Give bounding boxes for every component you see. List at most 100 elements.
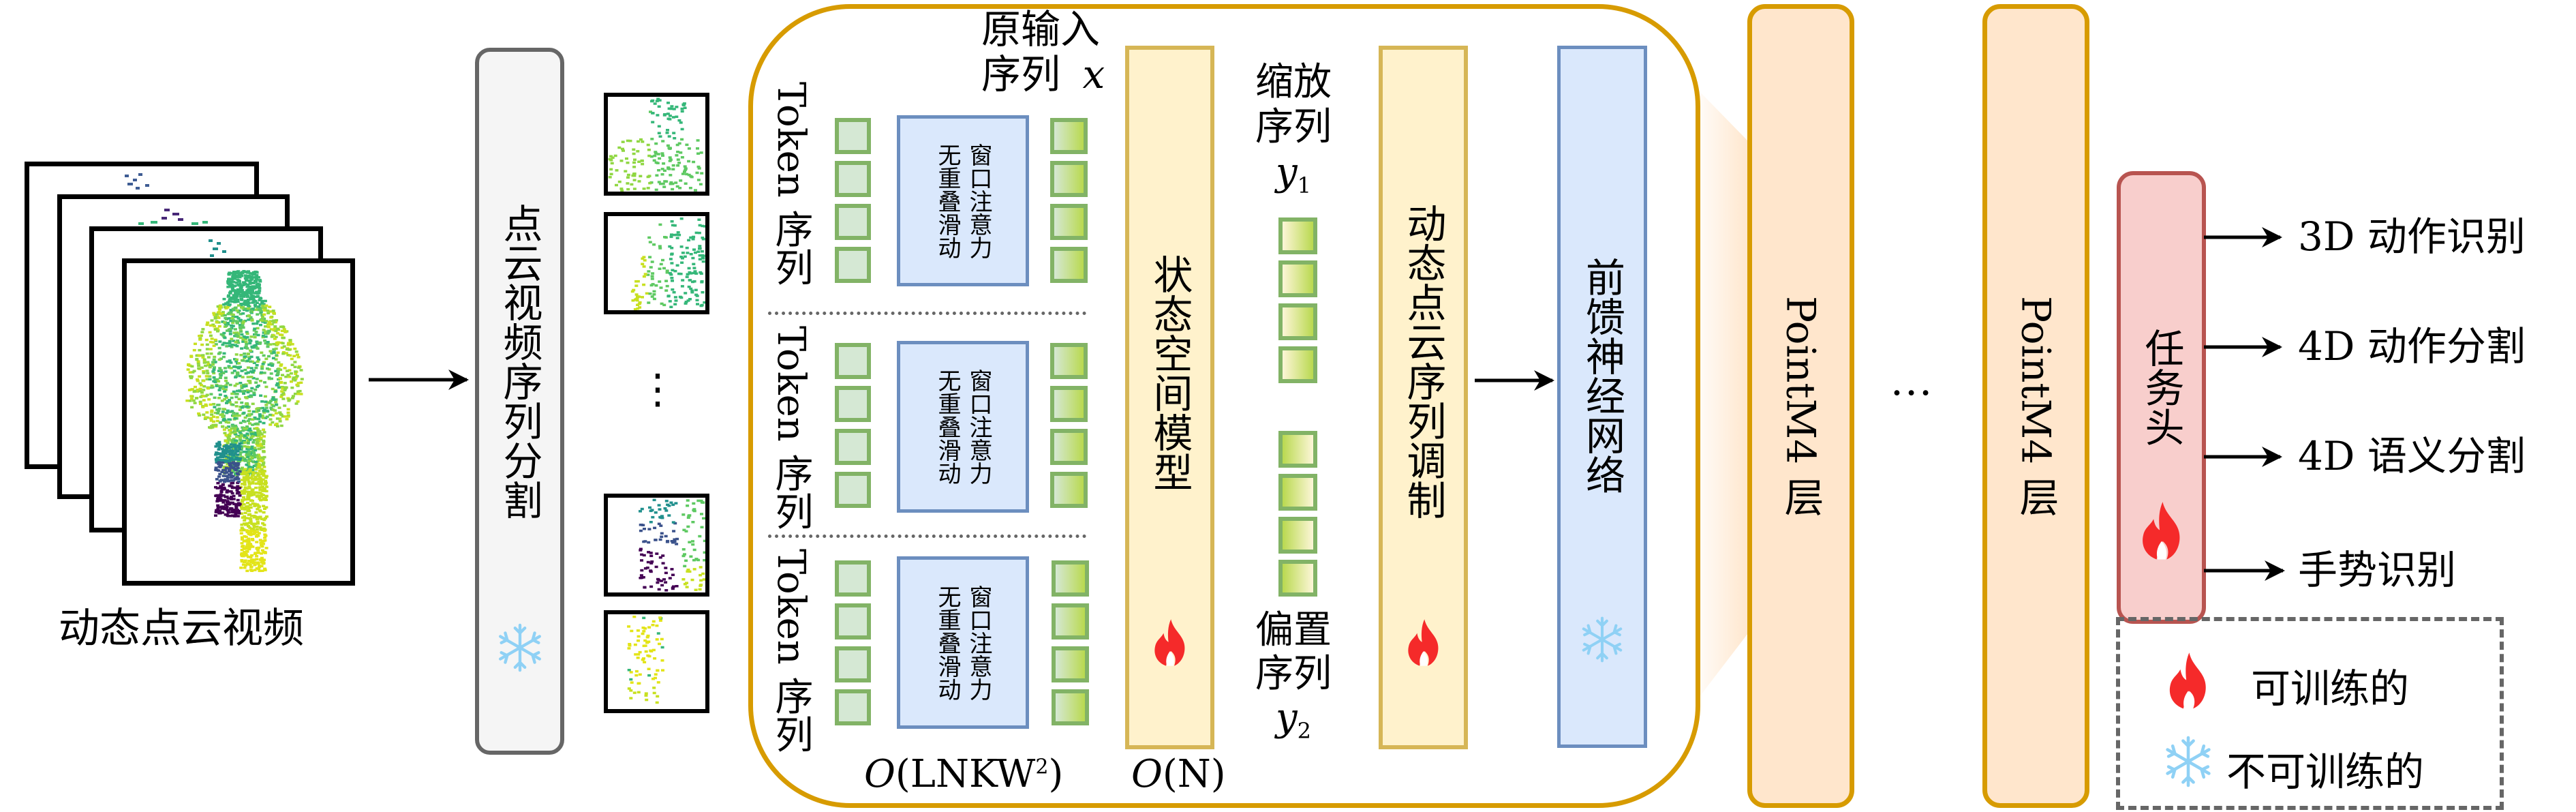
token-sequence-label: Token 序列: [769, 82, 813, 286]
token: [1050, 247, 1088, 283]
token: [835, 386, 871, 422]
token: [835, 603, 871, 640]
scale-sequence-label: 缩放 序列 y1: [1251, 60, 1336, 208]
fire-icon: [1403, 618, 1444, 667]
bias-token: [1278, 517, 1317, 554]
input-sequence-line-1: 原输入: [981, 6, 1101, 52]
window-attention-label-line-2: 窗口注意力: [965, 142, 992, 259]
input-sequence-line-2: 序列 x: [981, 52, 1105, 97]
token: [835, 247, 871, 283]
scale-var-y: y: [1276, 150, 1298, 194]
window-attention-box[interactable]: 无重叠滑动 窗口注意力: [897, 556, 1029, 729]
video-frame-4: [122, 258, 355, 586]
token: [1050, 118, 1088, 154]
token-sequence-label: Token 序列: [769, 326, 813, 530]
bias-token: [1278, 431, 1317, 468]
snowflake-icon: [495, 623, 545, 672]
patch-points: [627, 615, 664, 704]
input-sequence-label: 原输入 序列 x: [981, 7, 1105, 97]
legend-item-frozen: 不可训练的: [2120, 730, 2502, 795]
patches-ellipsis: ⋮: [637, 365, 678, 413]
complexity-suffix: ): [1048, 752, 1064, 796]
ssm-label: 状态空间模型: [1146, 254, 1193, 492]
pointm4-layer-label: PointM4 层: [2012, 295, 2059, 517]
input-sequence-var: x: [1082, 51, 1105, 97]
token: [1050, 161, 1088, 197]
window-attention-label-line-2: 窗口注意力: [965, 584, 992, 701]
pointm4-layer-1[interactable]: PointM4 层: [1747, 4, 1854, 808]
token: [835, 118, 871, 154]
scale-token: [1278, 217, 1317, 254]
input-video-label: 动态点云视频: [59, 605, 304, 652]
bias-sequence-label: 偏置 序列 y2: [1251, 609, 1336, 753]
patch-1: [604, 93, 709, 196]
token: [835, 646, 871, 682]
fire-icon: [2164, 651, 2213, 711]
bias-label-line-1: 偏置: [1255, 608, 1332, 652]
fire-icon: [2136, 500, 2187, 562]
feed-forward-network[interactable]: 前馈神经网络: [1557, 46, 1647, 748]
token: [835, 204, 871, 240]
point-cloud-head-1: [125, 173, 149, 190]
modulation-label: 动态点云序列调制: [1400, 203, 1447, 520]
ssm-complexity: O(N): [1131, 755, 1226, 794]
patch-4: [604, 610, 709, 713]
bias-var-sub: 2: [1297, 718, 1311, 745]
token: [835, 472, 871, 508]
row-divider: [768, 535, 1086, 538]
scale-label-line-2: 序列: [1255, 105, 1332, 149]
token: [1050, 386, 1088, 422]
fire-icon: [1150, 618, 1191, 667]
complexity-o: O: [1131, 752, 1163, 796]
token: [1050, 472, 1088, 508]
patch-points: [608, 97, 704, 192]
scale-token: [1278, 303, 1317, 340]
scale-var: y1: [1251, 150, 1336, 208]
bias-token: [1278, 474, 1317, 511]
token: [1050, 429, 1088, 465]
complexity-o: O: [864, 752, 895, 796]
scale-token: [1278, 260, 1317, 297]
point-cloud-head-2: [138, 209, 208, 225]
scale-label-line-1: 缩放: [1255, 60, 1332, 104]
state-space-model[interactable]: 状态空间模型: [1125, 46, 1214, 749]
ffn-label: 前馈神经网络: [1579, 257, 1625, 494]
token: [1052, 560, 1089, 597]
patch-points: [630, 217, 705, 310]
attention-complexity: O(LNKW2): [864, 755, 1063, 794]
bias-token: [1278, 560, 1317, 597]
zoom-fan: [1690, 82, 1750, 709]
scale-var-sub: 1: [1297, 172, 1311, 199]
token: [835, 429, 871, 465]
legend-label-frozen: 不可训练的: [2226, 749, 2425, 795]
snowflake-icon: [1579, 616, 1625, 663]
token-sequence-label: Token 序列: [769, 549, 813, 753]
legend-label-trainable: 可训练的: [2251, 665, 2410, 712]
input-sequence-text: 序列: [981, 51, 1061, 97]
dynamic-sequence-modulation[interactable]: 动态点云序列调制: [1379, 46, 1468, 749]
complexity-sup: 2: [1035, 755, 1049, 779]
arrow-to-ffn: [1475, 370, 1554, 391]
window-attention-box[interactable]: 无重叠滑动 窗口注意力: [897, 115, 1029, 286]
window-attention-label-line-1: 无重叠滑动: [934, 369, 961, 485]
sequence-split-module[interactable]: 点云视频序列分割: [475, 48, 564, 755]
scale-token: [1278, 346, 1317, 383]
row-divider: [768, 312, 1086, 315]
token: [835, 689, 871, 725]
window-attention-box[interactable]: 无重叠滑动 窗口注意力: [897, 341, 1029, 513]
token: [835, 560, 871, 597]
task-head[interactable]: 任务头: [2117, 171, 2206, 624]
sequence-split-label: 点云视频序列分割: [496, 203, 543, 520]
window-attention-label-line-1: 无重叠滑动: [934, 584, 961, 701]
task-output-gesture-recognition: 手势识别: [2298, 547, 2457, 593]
snowflake-icon: [2162, 736, 2214, 787]
bias-var: y2: [1251, 696, 1336, 753]
token: [1050, 343, 1088, 379]
token: [835, 161, 871, 197]
bias-var-y: y: [1276, 695, 1298, 740]
pointm4-layer-n[interactable]: PointM4 层: [1982, 4, 2089, 808]
complexity-body: (N): [1162, 752, 1226, 796]
patch-points: [639, 498, 705, 592]
window-attention-label-line-2: 窗口注意力: [965, 369, 992, 485]
complexity-body: (LNKW: [895, 752, 1036, 796]
